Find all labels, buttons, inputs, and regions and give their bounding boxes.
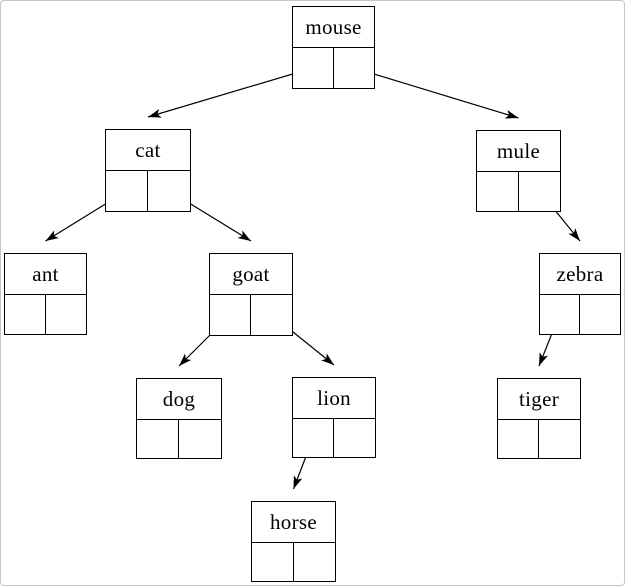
left-pointer-cell-horse [252,543,294,581]
right-pointer-cell-mule [519,172,561,211]
tree-node-mule: mule [476,130,561,212]
node-label-horse: horse [252,502,335,543]
right-pointer-cell-lion [334,419,375,457]
pointer-cells-ant [5,295,86,334]
right-pointer-cell-tiger [539,420,580,458]
tree-node-horse: horse [251,501,336,582]
node-label-tiger: tiger [498,379,580,420]
left-pointer-cell-cat [106,171,148,211]
node-label-goat: goat [210,254,292,295]
left-pointer-cell-mule [477,172,519,211]
pointer-cells-goat [210,295,292,335]
tree-node-goat: goat [209,253,293,336]
edge-arrow-mouse-cat [147,67,313,118]
tree-node-lion: lion [292,377,376,458]
left-pointer-cell-dog [137,420,179,458]
left-pointer-cell-ant [5,295,46,334]
tree-node-ant: ant [4,253,87,335]
pointer-cells-mouse [293,48,374,88]
pointer-cells-horse [252,543,335,581]
left-pointer-cell-tiger [498,420,539,458]
node-label-lion: lion [293,378,375,419]
right-pointer-cell-cat [148,171,190,211]
tree-node-mouse: mouse [292,6,375,89]
pointer-cells-zebra [540,295,620,334]
node-label-ant: ant [5,254,86,295]
pointer-cells-dog [137,420,221,458]
left-pointer-cell-zebra [540,295,580,334]
left-pointer-cell-goat [210,295,251,335]
pointer-cells-lion [293,419,375,457]
edge-arrow-mouse-mule [354,67,519,119]
right-pointer-cell-ant [46,295,87,334]
pointer-cells-tiger [498,420,580,458]
tree-node-zebra: zebra [539,253,621,335]
pointer-cells-cat [106,171,190,211]
left-pointer-cell-lion [293,419,334,457]
right-pointer-cell-goat [251,295,292,335]
right-pointer-cell-dog [179,420,221,458]
right-pointer-cell-zebra [580,295,620,334]
node-label-zebra: zebra [540,254,620,295]
left-pointer-cell-mouse [293,48,334,88]
node-label-dog: dog [137,379,221,420]
pointer-cells-mule [477,172,560,211]
node-label-cat: cat [106,130,190,171]
tree-node-cat: cat [105,129,191,212]
node-label-mule: mule [477,131,560,172]
tree-node-dog: dog [136,378,222,459]
tree-node-tiger: tiger [497,378,581,459]
node-label-mouse: mouse [293,7,374,48]
right-pointer-cell-mouse [334,48,375,88]
right-pointer-cell-horse [294,543,336,581]
